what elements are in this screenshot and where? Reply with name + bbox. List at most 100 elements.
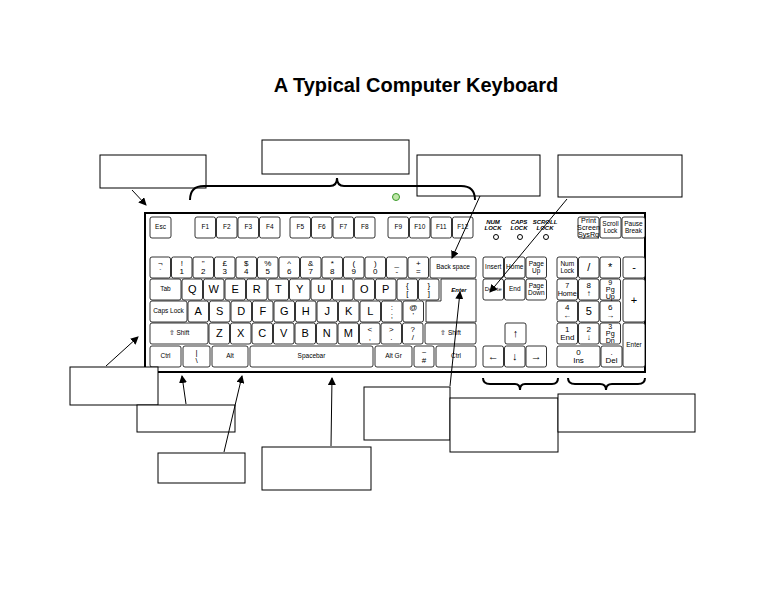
- key-cap: [217, 217, 238, 238]
- key-label: Tab: [160, 286, 170, 293]
- key-cap: [410, 217, 431, 238]
- key-face: 7Home: [558, 280, 577, 299]
- key-label: H: [302, 306, 310, 317]
- key-cap: [150, 346, 181, 367]
- key-label: 1: [180, 268, 184, 276]
- key-label: Page Down: [527, 283, 546, 296]
- key-cap: [601, 346, 622, 367]
- key-face: &7: [302, 258, 321, 277]
- key-cap: [339, 301, 360, 322]
- key-face: +: [624, 280, 644, 321]
- key-cap: [483, 257, 504, 278]
- key-label: ~: [422, 349, 427, 357]
- key-face: .Del: [602, 347, 621, 366]
- key-face: :;: [383, 302, 402, 321]
- key-face: P: [377, 280, 396, 299]
- key-label: 5: [266, 268, 270, 276]
- key-cap: [505, 346, 526, 367]
- key-cap: [375, 346, 412, 367]
- key-label: =: [416, 268, 421, 276]
- key-label: F3: [244, 224, 252, 231]
- key-label: Esc: [155, 224, 166, 231]
- key-label: Pg Dn: [601, 330, 620, 344]
- key-label: 9: [608, 279, 612, 286]
- key-label: U: [317, 284, 325, 295]
- key-label: F11: [436, 224, 447, 231]
- key-cap: [430, 257, 476, 278]
- key-cap: [279, 257, 300, 278]
- key-cap: [623, 279, 645, 322]
- key-label: End: [560, 334, 574, 342]
- indicator-label: NUM LOCK: [481, 218, 505, 231]
- key-face: F7: [334, 218, 353, 237]
- key-label: £: [223, 260, 227, 268]
- key-face: Pause Break: [623, 218, 644, 237]
- key-cap: [557, 323, 578, 344]
- key-label: F6: [318, 224, 326, 231]
- key-cap: [274, 323, 295, 344]
- key-label: T: [275, 284, 282, 295]
- key-label: R: [253, 284, 261, 295]
- indicator-label: CAPS LOCK: [507, 218, 531, 231]
- key-label: ": [202, 260, 205, 268]
- key-face: B: [296, 324, 315, 343]
- key-face: Tab: [151, 280, 180, 299]
- key-face: C: [253, 324, 272, 343]
- key-label: Scroll Lock: [601, 221, 620, 234]
- key-face: F12: [454, 218, 473, 237]
- key-label: ,: [369, 334, 371, 342]
- key-label: F9: [394, 224, 402, 231]
- key-label: Del: [605, 357, 617, 365]
- key-face: Insert: [484, 258, 503, 277]
- key-face: F1: [196, 218, 215, 237]
- key-face: Print ScreenSysRq: [579, 218, 598, 237]
- key-face: /: [580, 258, 599, 277]
- indicator-label: SCROLL LOCK: [532, 218, 558, 231]
- key-cap: [387, 257, 408, 278]
- key-cap: [403, 301, 424, 322]
- key-cap: [578, 217, 599, 238]
- key-cap: [338, 323, 359, 344]
- key-face: Esc: [151, 218, 170, 237]
- key-label: E: [232, 284, 239, 295]
- key-label: >: [389, 326, 394, 334]
- key-label: F8: [361, 224, 369, 231]
- key-label: ¬: [158, 260, 163, 268]
- key-label: A: [195, 306, 202, 317]
- key-label: J: [325, 306, 331, 317]
- key-face: ↑: [506, 324, 525, 343]
- key-face: ~#: [415, 347, 433, 366]
- key-face: 4←: [558, 302, 577, 321]
- key-face: F2: [218, 218, 237, 237]
- key-face: S: [211, 302, 230, 321]
- key-label: F12: [457, 224, 468, 231]
- key-cap: [557, 346, 600, 367]
- key-label: I: [341, 284, 344, 295]
- key-face: I: [334, 280, 353, 299]
- key-label: ↑: [513, 328, 519, 339]
- key-label: Pause Break: [623, 221, 644, 234]
- key-label: D: [237, 306, 245, 317]
- key-label: ↓: [587, 334, 591, 342]
- key-label: →: [531, 351, 542, 362]
- key-face: End: [506, 280, 525, 299]
- indicator-label: Enter: [444, 283, 474, 297]
- key-face: F11: [432, 218, 451, 237]
- indicator-text: Enter: [451, 287, 466, 293]
- key-cap: [376, 279, 397, 300]
- key-label: Z: [216, 328, 223, 339]
- key-face: 6→: [601, 302, 620, 321]
- key-face: (9: [345, 258, 364, 277]
- key-cap: [333, 279, 354, 300]
- key-label: [: [406, 290, 408, 298]
- indicator-text: CAPS LOCK: [507, 219, 531, 231]
- key-label: $: [244, 260, 248, 268]
- key-cap: [579, 323, 600, 344]
- key-cap: [600, 257, 621, 278]
- key-cap: [290, 279, 311, 300]
- key-label: (: [352, 260, 355, 268]
- key-cap: [212, 346, 248, 367]
- key-face: O: [355, 280, 374, 299]
- key-cap: [397, 279, 418, 300]
